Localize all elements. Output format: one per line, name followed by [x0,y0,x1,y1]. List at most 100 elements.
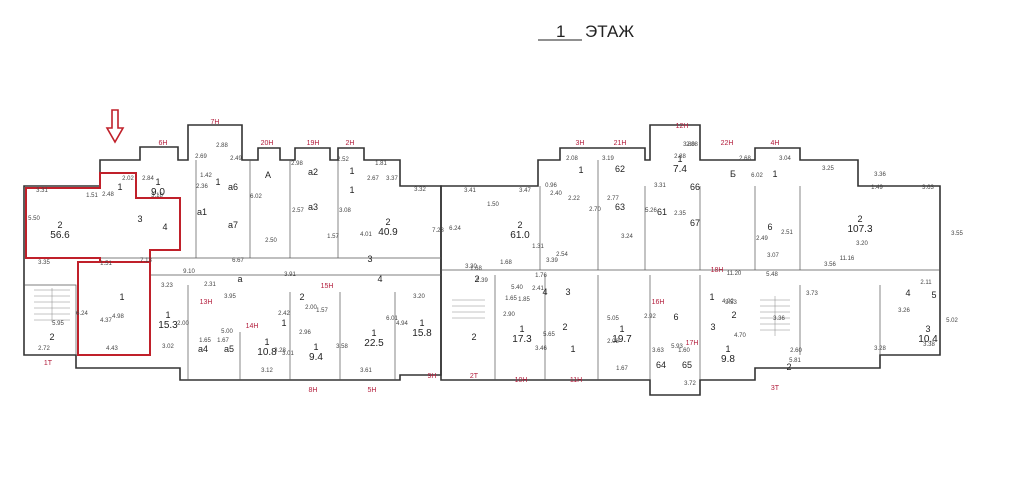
dimension-label: 6.01 [386,316,398,322]
entrance-label: 15Н [321,283,334,290]
room-number: 2 [49,332,54,342]
entrance-label: 14Н [246,323,259,330]
room-number: 2 [857,214,862,224]
room-number: a7 [228,220,238,230]
room-number: 1 [281,318,286,328]
room-area: 15.8 [412,328,432,339]
dimension-label: 5.02 [946,318,958,324]
room-area: 7.4 [673,164,687,175]
room-number: a6 [228,182,238,192]
dimension-label: 2.68 [739,156,751,162]
dimension-label: 5.48 [766,272,778,278]
dimension-label: 3.36 [874,172,886,178]
room-number: 3 [565,287,570,297]
dimension-label: 5.93 [671,344,683,350]
dimension-label: 1.76 [535,273,547,279]
dimension-label: 2.00 [305,305,317,311]
room-area: 17.3 [512,334,532,345]
entrance-label: 22Н [721,140,734,147]
dimension-label: 2.48 [102,192,114,198]
dimension-label: 5.65 [543,332,555,338]
room-number: 1 [119,292,124,302]
dimension-label: 3.26 [898,308,910,314]
room-number: 1 [117,182,122,192]
dimension-label: 6.24 [449,226,461,232]
dimension-label: 2.35 [674,211,686,217]
entrance-label: 4Н [771,140,780,147]
dimension-label: 2.49 [230,156,242,162]
floor-title: 1 ЭТАЖ [538,22,634,41]
entrance-label: 11Н [570,377,582,384]
dimension-label: 5.05 [607,316,619,322]
dimension-label: 3.56 [824,262,836,268]
dimension-label: 1.65 [505,296,517,302]
entrance-label: 12Н [676,123,689,130]
room-number: 66 [690,182,700,192]
dimension-label: 3.38 [923,342,935,348]
dimension-label: 1.57 [327,234,339,240]
dimension-label: 2.67 [367,176,379,182]
room-number: 67 [690,218,700,228]
room-number: 1 [313,342,318,352]
dimension-label: 3.30 [465,264,477,270]
room-number: 4 [377,274,382,284]
room-number: 2 [786,362,791,372]
dimension-label: 3.63 [922,185,934,191]
dimension-label: 3.46 [535,346,547,352]
entrance-label: 10Н [515,377,528,384]
dimension-label: 3.07 [767,253,779,259]
dimension-label: 2.41 [532,286,544,292]
dimension-label: 2.69 [195,154,207,160]
dimension-label: 2.49 [756,236,768,242]
room-number: 1 [772,169,777,179]
dimension-label: 1.65 [199,338,211,344]
dimension-label: 1.68 [500,260,512,266]
room-number: 1 [677,154,682,164]
room-area: 61.0 [510,230,530,241]
room-number: 2 [299,292,304,302]
entrance-label: 8Н [309,387,318,394]
dimension-label: 3.91 [284,272,296,278]
dimension-label: 2.52 [337,157,349,163]
dimension-label: 5.50 [28,216,40,222]
dimension-label: 1.81 [375,161,387,167]
room-number: 1 [519,324,524,334]
dimension-label: 2.08 [607,339,619,345]
entrance-label: 7Н [211,119,220,126]
room-area: 56.6 [50,230,70,241]
dimension-label: 6.02 [751,173,763,179]
room-number: 1 [215,177,220,187]
dimension-label: 2.84 [142,176,154,182]
dimension-label: 1.67 [616,366,628,372]
dimension-label: 6.02 [250,194,262,200]
dimension-label: 2.88 [686,142,698,148]
dimension-label: 2.08 [566,156,578,162]
room-number: 4 [905,288,910,298]
dimension-label: 1.31 [532,244,544,250]
room-number: 4 [542,287,547,297]
room-number: 3 [925,324,930,334]
dimension-label: 2.90 [503,312,515,318]
entrance-label: 18Н [711,267,724,274]
dimension-label: 3.72 [684,381,696,387]
entrance-label: 20Н [261,140,274,147]
room-number: 2 [474,274,479,284]
dimension-label: 1.85 [518,297,530,303]
dimension-label: 3.37 [386,176,398,182]
dimension-label: 2.02 [122,176,134,182]
dimension-label: 2.96 [299,330,311,336]
dimension-label: 3.73 [806,291,818,297]
room-number: a3 [308,202,318,212]
dimension-label: 4.92 [722,299,734,305]
dimension-label: 2.60 [790,348,802,354]
dimension-label: 2.42 [278,311,290,317]
dimension-label: 1.49 [871,185,883,191]
dimension-label: 2.11 [920,280,932,286]
room-number: 1 [419,318,424,328]
room-number: 6 [767,222,772,232]
floor-number: 1 [556,22,565,41]
dimension-label: 3.63 [652,348,664,354]
room-number: 65 [682,360,692,370]
dimension-label: 5.95 [52,321,64,327]
